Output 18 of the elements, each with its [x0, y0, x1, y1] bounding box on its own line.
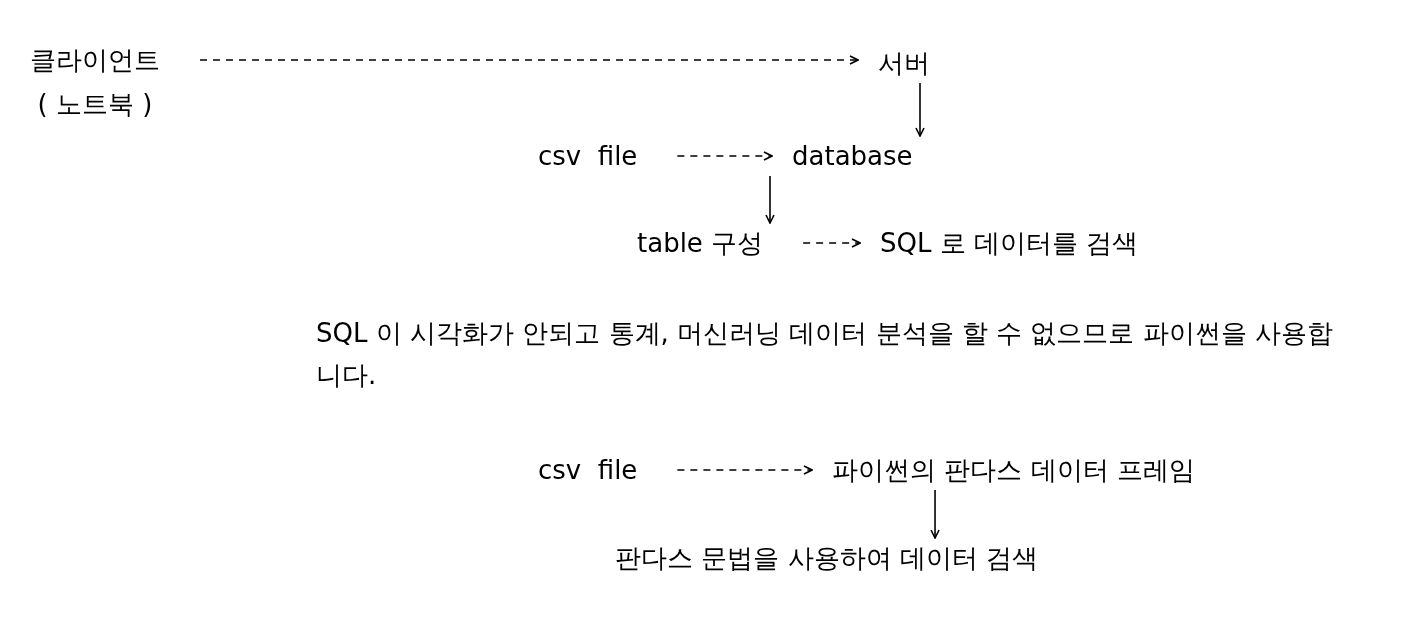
node-text: 클라이언트 [30, 44, 160, 77]
arrow [676, 151, 773, 161]
note-text: SQL 이 시각화가 안되고 통계, 머신러닝 데이터 분석을 할 수 없으므로 파이썬을 사용합니다. [316, 317, 1334, 392]
node-text: 파이썬의 판다스 데이터 프레임 [832, 454, 1195, 487]
arrow [915, 82, 925, 137]
arrow [802, 238, 861, 248]
node-text: csv file [538, 454, 638, 487]
arrow [676, 465, 813, 475]
node-text: 서버 [878, 47, 930, 80]
node-text: ( 노트북 ) [37, 88, 153, 121]
arrow [199, 55, 859, 65]
node-text: database [792, 140, 913, 173]
arrow [930, 489, 940, 539]
node-text: csv file [538, 140, 638, 173]
node-text: table 구성 [637, 227, 764, 260]
arrow [765, 175, 775, 224]
node-text: 판다스 문법을 사용하여 데이터 검색 [615, 542, 1039, 575]
node-text: SQL 로 데이터를 검색 [880, 227, 1139, 260]
